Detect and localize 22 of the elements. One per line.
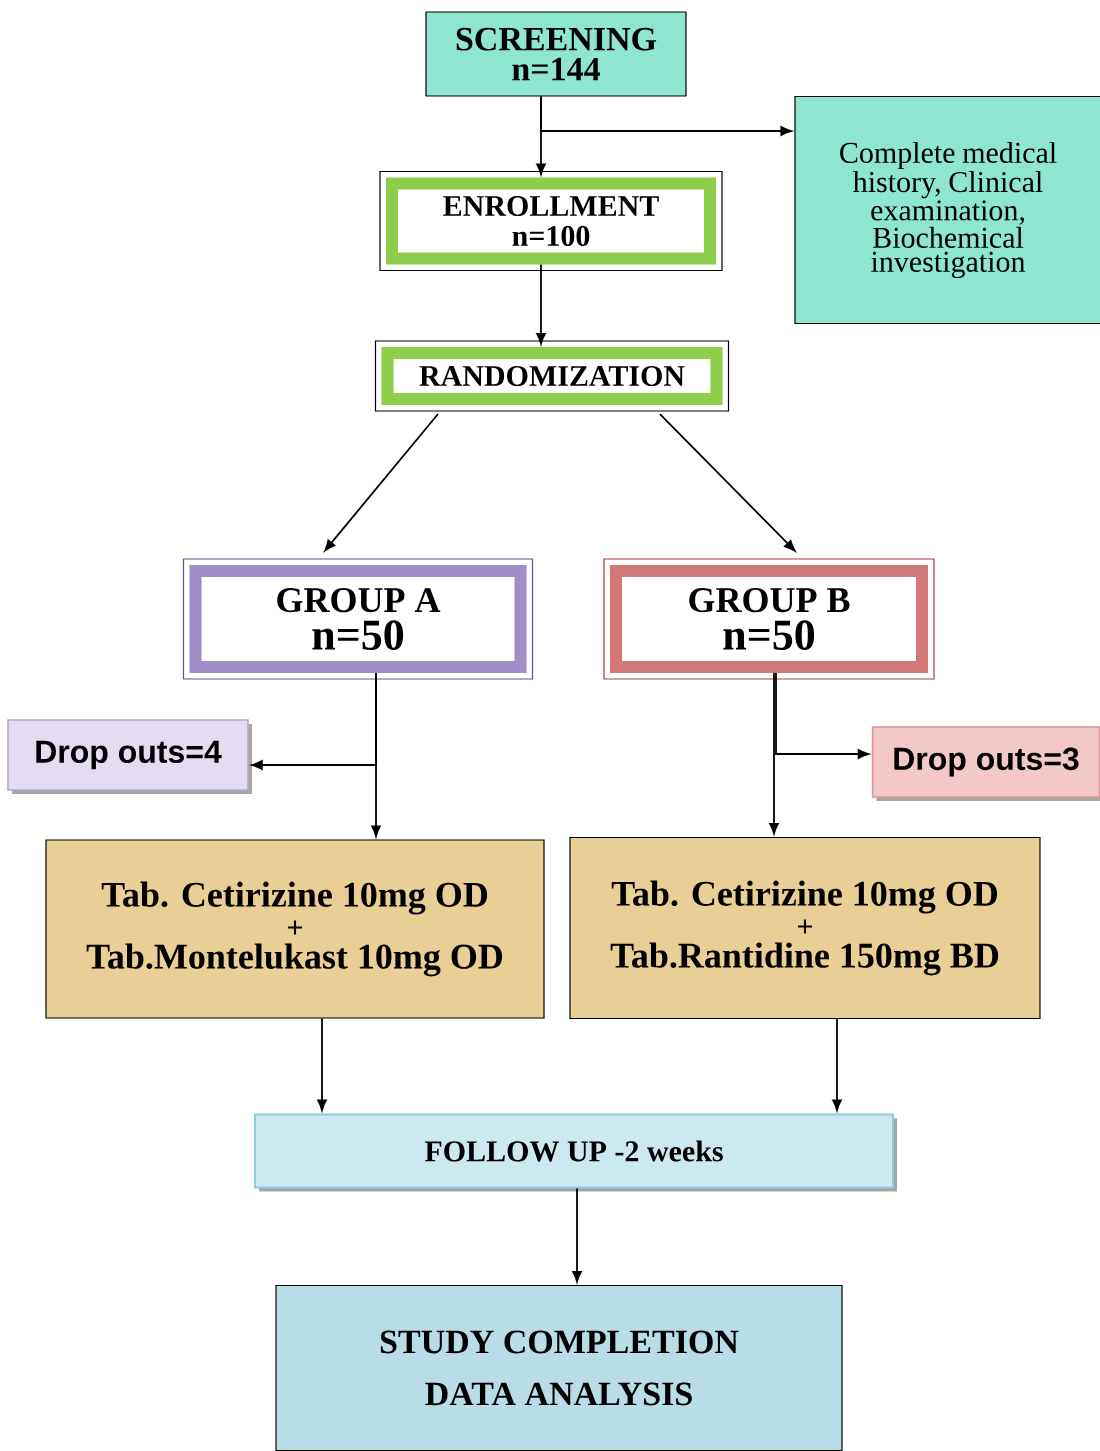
arrow: [536, 263, 546, 345]
arrow: [324, 413, 439, 552]
group-box: GROUP A n=50: [182, 558, 534, 680]
note-box: Complete medical history, Clinical examination, Biochemical investigation: [794, 95, 1100, 325]
arrow: [775, 672, 870, 759]
process-box: FOLLOW UP -2 weeks: [254, 1113, 897, 1192]
arrow: [251, 672, 377, 770]
treatment-box: Tab. Cetirizine 10mg OD + Tab.Rantidine 150mg BD: [569, 836, 1041, 1020]
arrow: [317, 1017, 327, 1111]
arrow: [572, 1187, 582, 1283]
group-box: GROUP B n=50: [603, 558, 935, 680]
process-box: ENROLLMENT n=100: [379, 170, 723, 272]
treatment-box: Tab. Cetirizine 10mg OD + Tab.Montelukast 10mg OD: [45, 839, 545, 1019]
arrow: [659, 413, 796, 552]
dropout-box: Drop outs=4: [7, 719, 252, 794]
process-box: STUDY COMPLETION DATA ANALYSIS: [275, 1284, 843, 1451]
arrow: [769, 672, 779, 835]
process-box: SCREENING n=144: [425, 11, 687, 97]
process-box: RANDOMIZATION: [374, 340, 730, 412]
arrow: [540, 95, 792, 136]
dropout-box: Drop outs=3: [871, 726, 1100, 801]
arrow: [832, 1018, 842, 1111]
